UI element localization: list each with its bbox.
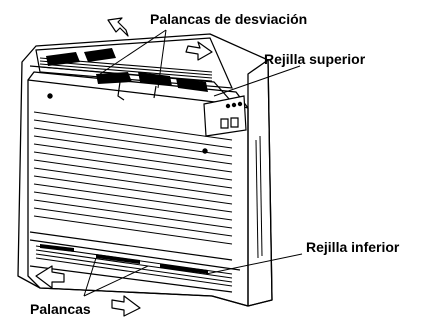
airflow-arrow-bottom-right [112,296,140,316]
cabinet-side-panel [248,60,272,306]
airflow-arrows [36,18,212,316]
leader-deflector-1 [100,30,166,74]
control-button-1 [221,119,228,128]
deflector-lever-left [118,82,124,100]
control-panel [204,96,246,136]
control-button-2 [231,118,238,127]
indicator-led-2 [232,103,235,106]
leader-deflector-2 [158,30,166,88]
label-upper-grille: Rejilla superior [264,51,366,67]
front-louvres [34,112,232,244]
leader-lines [84,30,302,296]
indicator-led-1 [226,104,229,107]
leader-upper-grille [214,66,300,96]
airflow-arrow-top-left [108,18,128,36]
upper-grille-blocks [46,48,208,92]
deflector-lever-right [154,86,156,98]
leader-bottom-lever-1 [84,258,96,296]
airflow-arrow-top-right [186,42,212,60]
airflow-arrow-bottom-left [36,266,64,288]
lower-grille [30,232,240,292]
leader-lower-grille [206,254,302,274]
indicator-led-3 [238,102,241,105]
upper-grille [30,38,232,100]
leader-bottom-lever-2 [84,266,148,296]
label-lower-grille: Rejilla inferior [306,239,400,255]
label-bottom-levers: Palancas [30,301,91,317]
label-deflector-levers: Palancas de desviación [150,11,307,27]
